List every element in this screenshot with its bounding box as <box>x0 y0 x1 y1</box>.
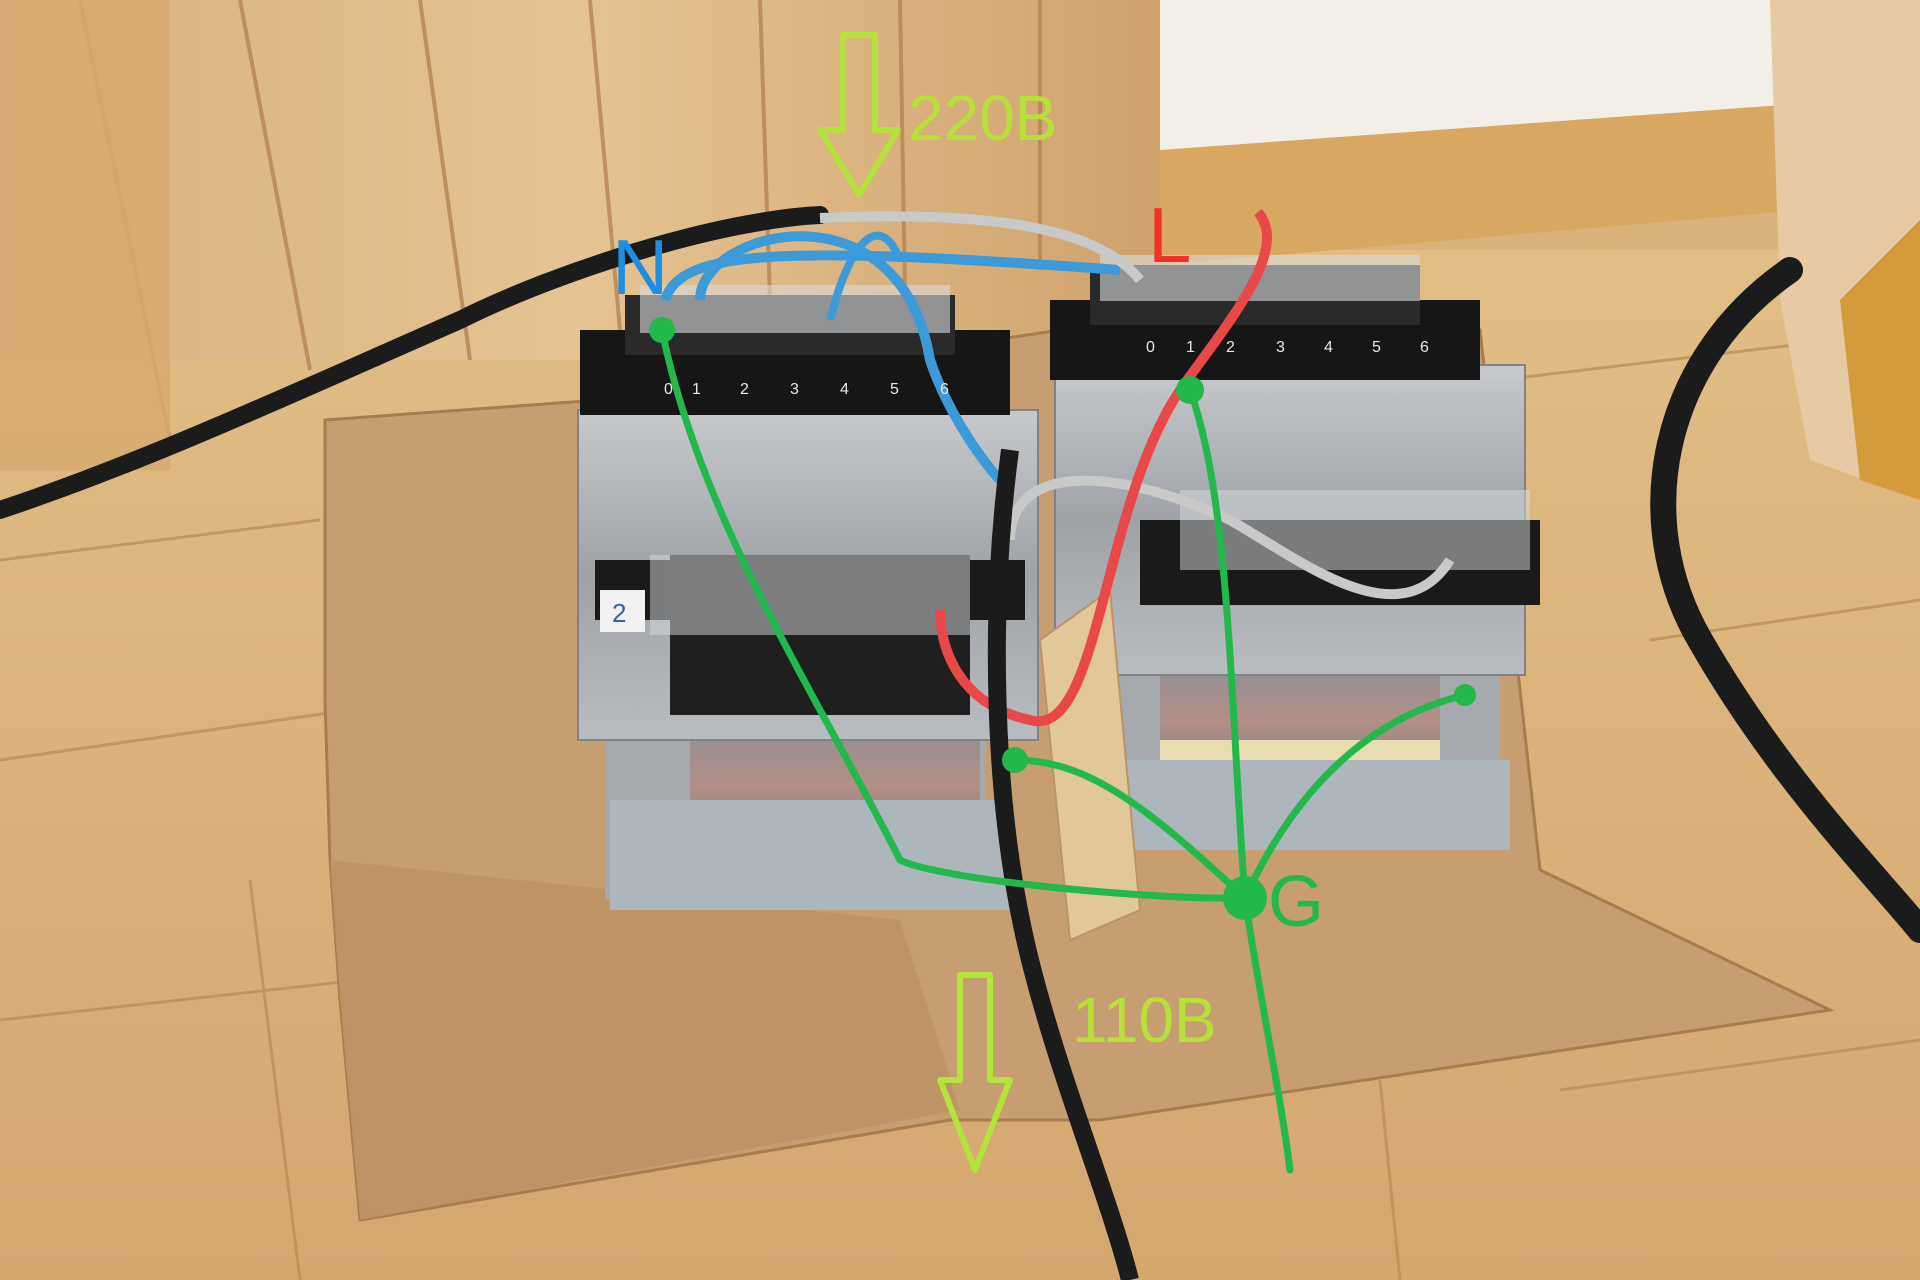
terminal-number: 5 <box>890 381 899 398</box>
black-cable-right <box>1650 257 1920 943</box>
arrow-down-icon <box>937 972 1013 1173</box>
black-cable-left <box>0 206 829 519</box>
ground-annotation-lines <box>658 326 1469 1174</box>
arrow-down-icon <box>817 32 901 198</box>
neutral-label: N <box>612 223 669 311</box>
transformer-tag: 2 <box>612 598 626 628</box>
skirting-board <box>1160 95 1920 265</box>
green-node-g <box>1223 876 1267 920</box>
transformer-right <box>1050 255 1540 850</box>
terminal-number: 2 <box>740 381 749 398</box>
red-wire <box>935 208 1272 727</box>
terminal-number: 0 <box>1146 339 1155 356</box>
input-voltage-label: 220B <box>908 82 1058 154</box>
terminal-number: 1 <box>692 381 701 398</box>
blue-wire-3 <box>826 231 904 321</box>
terminal-number: 1 <box>1186 339 1195 356</box>
terminal-number: 6 <box>1420 339 1429 356</box>
terminal-number: 3 <box>1276 339 1285 356</box>
terminal-number: 0 <box>664 381 673 398</box>
terminal-number: 5 <box>1372 339 1381 356</box>
wood-wall <box>0 0 1160 360</box>
terminal-number: 6 <box>940 381 949 398</box>
terminal-number: 3 <box>790 381 799 398</box>
gray-wire-low <box>1005 475 1455 600</box>
gray-wire-top <box>819 211 1144 284</box>
terminal-numbers-right: 0 1 2 3 4 5 6 <box>1146 339 1429 356</box>
floor-seams <box>0 328 1920 1280</box>
black-cable-center <box>987 448 1139 1280</box>
ground-label: G <box>1268 862 1325 942</box>
blue-wire-1 <box>660 250 1121 302</box>
output-voltage-label: 110B <box>1072 984 1217 1056</box>
blue-wire-2 <box>695 231 1004 484</box>
green-node-n <box>649 317 675 343</box>
green-node-right-bolt <box>1454 684 1476 706</box>
wood-spacer <box>1038 588 1142 942</box>
terminal-number: 4 <box>1324 339 1333 356</box>
left-panel <box>0 0 170 470</box>
terminal-number: 2 <box>1226 339 1235 356</box>
line-label: L <box>1148 191 1192 279</box>
transformer-left <box>577 285 1039 910</box>
green-node-l <box>1176 376 1204 404</box>
cardboard-flap <box>330 860 960 1220</box>
box-right-edge <box>1840 220 1920 500</box>
green-node-left-bolt <box>1002 747 1028 773</box>
terminal-number: 4 <box>840 381 849 398</box>
terminal-numbers-left: 0 1 2 3 4 5 6 <box>664 381 949 398</box>
